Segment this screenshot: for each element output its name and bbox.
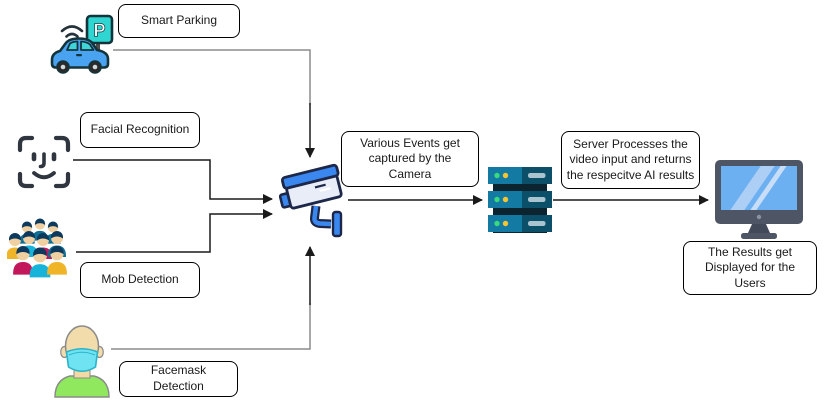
monitor-stand-neck <box>748 224 770 233</box>
label-facial-recognition: Facial Recognition <box>80 112 200 148</box>
label-text: Facemask Detection <box>150 363 207 393</box>
face-mask <box>65 347 99 373</box>
smart-parking-icon: P <box>45 14 115 82</box>
label-text: Facial Recognition <box>90 122 190 137</box>
wifi-icon <box>60 25 84 33</box>
edge-facemask-to-camera <box>111 303 311 350</box>
edge-mobdetection-to-camera <box>76 209 273 253</box>
server-unit-3 <box>488 215 552 232</box>
label-server-caption: Server Processes the video input and ret… <box>561 131 700 189</box>
label-mob-detection: Mob Detection <box>80 262 200 298</box>
crowd-icon <box>6 218 73 284</box>
car-window-rear <box>80 40 95 51</box>
camera-top <box>280 163 340 190</box>
car-window-front <box>66 40 79 51</box>
facemask-icon <box>52 318 112 398</box>
label-smart-parking: Smart Parking <box>118 4 240 38</box>
label-text: The Results get Displayed for the Users <box>704 244 796 290</box>
label-text: Server Processes the video input and ret… <box>566 136 695 182</box>
monitor-stand-base <box>741 233 777 239</box>
label-text: Smart Parking <box>140 13 218 28</box>
server-icon <box>488 165 552 235</box>
label-facemask-detection: Facemask Detection <box>119 361 238 397</box>
label-text: Various Events get captured by the Camer… <box>360 135 460 181</box>
parking-sign <box>85 14 114 45</box>
label-text: Mob Detection <box>101 272 179 287</box>
label-results-caption: The Results get Displayed for the Users <box>683 241 817 295</box>
edge-smartparking-to-camera <box>113 49 311 105</box>
face-id-icon <box>15 133 73 191</box>
crowd-front-row <box>13 246 67 278</box>
shoulders <box>54 375 110 398</box>
screen-reflection <box>730 166 787 210</box>
camera-mount-bracket <box>331 210 343 238</box>
server-unit-1 <box>488 167 552 184</box>
edge-facialrecognition-to-camera <box>73 159 273 204</box>
server-unit-2 <box>488 191 552 208</box>
label-camera-caption: Various Events get captured by the Camer… <box>341 131 479 187</box>
monitor-icon <box>715 160 803 240</box>
parking-sign-letter: P <box>93 21 105 41</box>
cctv-camera-icon <box>278 162 349 238</box>
car-body <box>50 37 110 69</box>
